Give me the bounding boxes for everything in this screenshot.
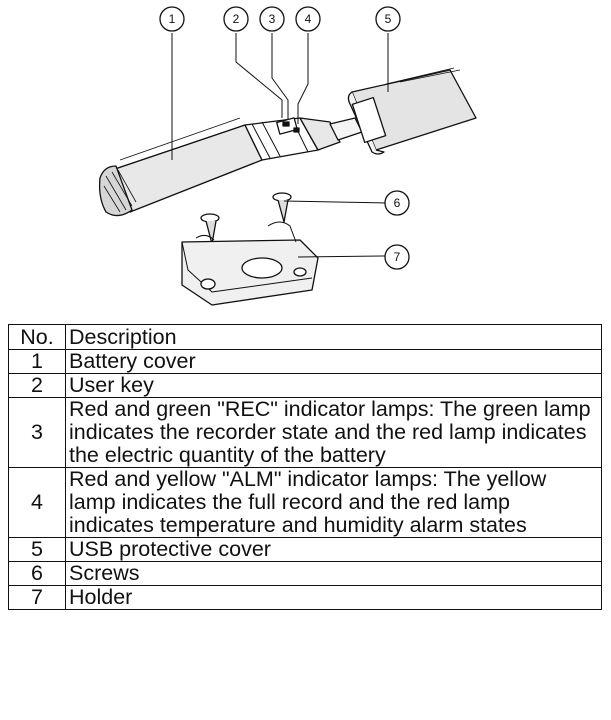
callout-4: 4 (305, 12, 312, 26)
table-row: 5 USB protective cover (8, 537, 602, 562)
callout-1: 1 (169, 12, 176, 26)
row-number: 2 (8, 373, 66, 398)
callout-2: 2 (233, 12, 240, 26)
table-row: 4 Red and yellow "ALM" indicator lamps: … (8, 467, 602, 538)
table-row: 1 Battery cover (8, 349, 602, 374)
row-number: 3 (8, 397, 66, 468)
data-logger-exploded-diagram: 1 2 3 4 5 6 7 (0, 0, 611, 320)
row-number: 4 (8, 467, 66, 538)
logger-body (98, 117, 363, 217)
header-description: Description (65, 324, 602, 350)
callout-6: 6 (394, 196, 401, 210)
row-description: Holder (65, 585, 602, 610)
header-no: No. (8, 324, 66, 350)
row-description: Battery cover (65, 349, 602, 374)
row-number: 6 (8, 561, 66, 586)
table-row: 3 Red and green "REC" indicator lamps: T… (8, 397, 602, 468)
parts-description-table: No. Description 1 Battery cover 2 User k… (8, 324, 602, 610)
row-description: Red and yellow "ALM" indicator lamps: Th… (65, 467, 602, 538)
leader-lines (171, 33, 389, 258)
row-description: USB protective cover (65, 537, 602, 562)
row-number: 7 (8, 585, 66, 610)
callout-3: 3 (269, 12, 276, 26)
table-header-row: No. Description (8, 324, 602, 350)
usb-cover (347, 67, 477, 155)
table-row: 7 Holder (8, 585, 602, 610)
screws (200, 192, 292, 245)
table-row: 6 Screws (8, 561, 602, 586)
row-description: Red and green "REC" indicator lamps: The… (65, 397, 602, 468)
row-description: Screws (65, 561, 602, 586)
table-row: 2 User key (8, 373, 602, 398)
row-description: User key (65, 373, 602, 398)
row-number: 1 (8, 349, 66, 374)
holder-bracket (181, 221, 319, 306)
callout-7: 7 (394, 250, 401, 264)
callout-5: 5 (385, 12, 392, 26)
row-number: 5 (8, 537, 66, 562)
